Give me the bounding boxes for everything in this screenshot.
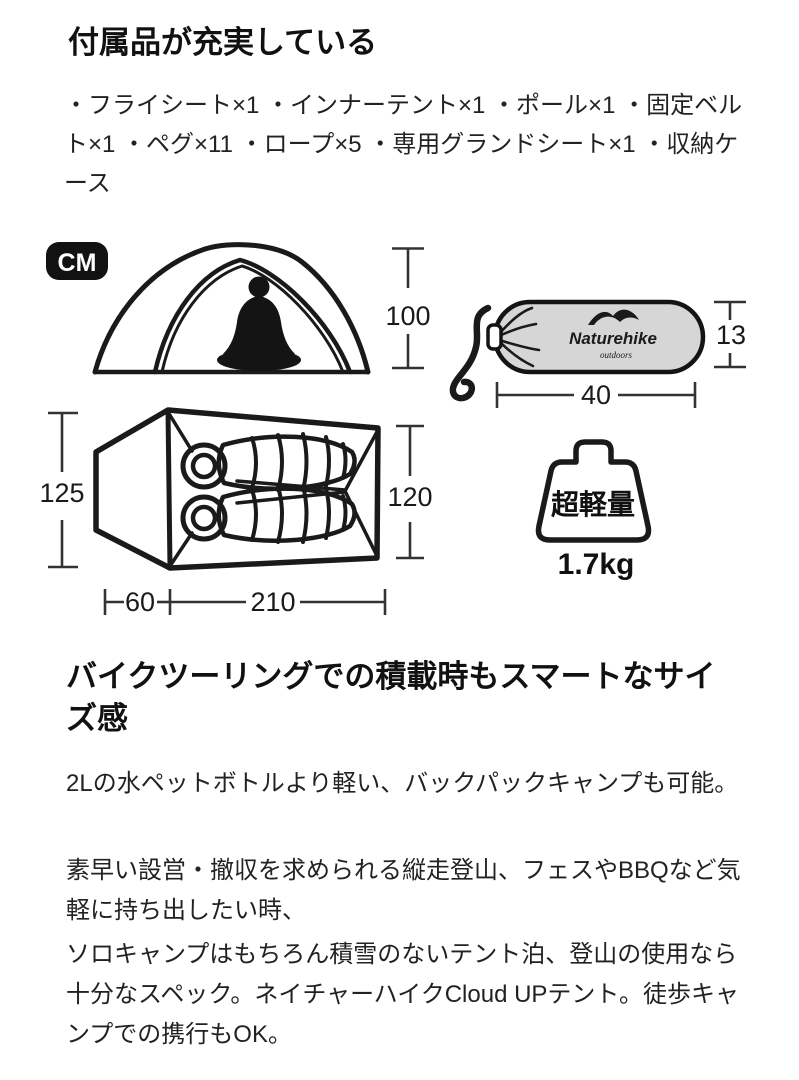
unit-badge-label: CM bbox=[58, 249, 97, 277]
spec-diagram-svg: CM 100 bbox=[39, 242, 746, 617]
dimension-outer-width-label: 125 bbox=[40, 478, 85, 508]
unit-badge-shape bbox=[46, 242, 108, 280]
size-paragraph-1: 2Lの水ペットボトルより軽い、バックパックキャンプも可能。 bbox=[66, 770, 739, 797]
size-paragraph-3: ソロキャンプはもちろん積雪のないテント泊、登山の使用なら十分なスペック。ネイチャ… bbox=[66, 941, 739, 1048]
unit-badge: CM bbox=[46, 242, 108, 280]
brand-subtitle: outdoors bbox=[600, 350, 633, 360]
dimension-bottom-60-210: 60 210 bbox=[103, 587, 387, 617]
brand-mountain-icon bbox=[588, 309, 639, 325]
size-paragraph-2: 素早い設営・撤収を求められる縦走登山、フェスやBBQなど気軽に持ち出したい時、 bbox=[66, 857, 741, 924]
dimension-height-100: 100 bbox=[385, 247, 431, 370]
dimension-diameter-label: 13 bbox=[716, 320, 746, 350]
tent-inner-arch-2 bbox=[160, 264, 345, 374]
dimension-bag-length-40: 40 bbox=[495, 380, 697, 410]
sleeping-bag-top bbox=[180, 432, 357, 492]
tent-outer-arch bbox=[92, 242, 371, 375]
dimension-length-label: 210 bbox=[250, 587, 295, 617]
dimension-height-label: 100 bbox=[385, 301, 430, 331]
weight-badge: 超軽量 1.7kg bbox=[535, 439, 652, 581]
drawstring bbox=[449, 304, 492, 402]
dimension-inner-width-label: 120 bbox=[387, 482, 432, 512]
dimension-outer-width-125: 125 bbox=[39, 411, 85, 569]
brand-name: Naturehike bbox=[569, 329, 657, 348]
spec-diagram: CM 100 bbox=[39, 230, 799, 620]
dimension-vestibule-label: 60 bbox=[125, 587, 155, 617]
sleeping-bag-bottom bbox=[180, 484, 357, 544]
meditating-person-icon bbox=[217, 276, 301, 371]
dimension-inner-width-120: 120 bbox=[387, 424, 433, 560]
tent-inner-arch bbox=[152, 257, 353, 375]
tent-side-view bbox=[92, 242, 371, 375]
weight-icon bbox=[535, 439, 652, 543]
brand-logo: Naturehike outdoors bbox=[569, 309, 657, 360]
size-heading: バイクツーリングでの積載時もスマートなサイズ感 bbox=[66, 659, 716, 736]
dimension-diameter-13: 13 bbox=[714, 300, 746, 369]
vestibule-edge bbox=[165, 407, 173, 571]
cord-toggle bbox=[486, 323, 503, 351]
weight-badge-label: 超軽量 bbox=[551, 489, 635, 520]
accessories-list: ・フライシート×1 ・インナーテント×1 ・ポール×1 ・固定ベルト×1 ・ペグ… bbox=[64, 92, 743, 197]
dimension-bag-length-label: 40 bbox=[581, 380, 611, 410]
carry-bag: Naturehike outdoors bbox=[449, 299, 706, 402]
accessories-heading: 付属品が充実している bbox=[68, 25, 378, 60]
tent-top-view bbox=[93, 407, 381, 571]
weight-value: 1.7kg bbox=[558, 548, 635, 581]
